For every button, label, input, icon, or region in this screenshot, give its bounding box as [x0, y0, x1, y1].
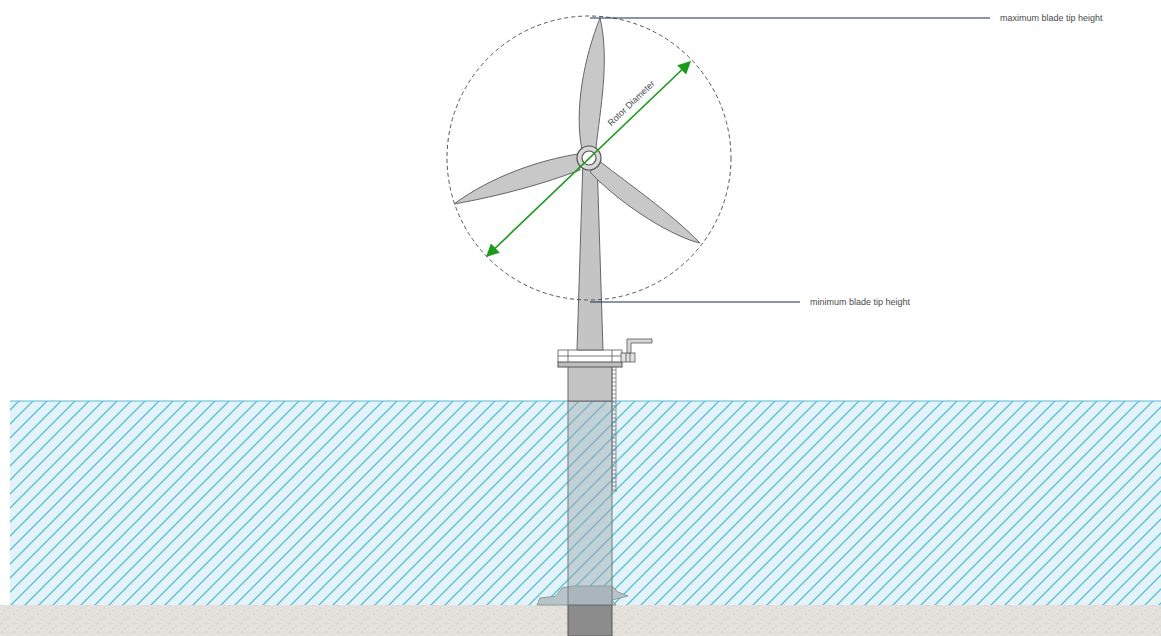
platform-deck — [558, 362, 622, 367]
reference-line — [590, 17, 990, 18]
height-label: maximum blade tip height — [1000, 13, 1103, 24]
rotor-blades — [454, 18, 700, 243]
height-label: minimum blade tip height — [810, 297, 910, 308]
davit-crane — [627, 339, 652, 353]
monopile — [568, 401, 612, 605]
transition-piece — [568, 366, 612, 401]
reference-line — [590, 301, 800, 302]
seabed — [0, 605, 1161, 636]
dimension-label: Rotor Diameter — [605, 77, 658, 128]
platform-railing — [558, 350, 635, 362]
monopile-foundation — [568, 605, 612, 636]
tower — [577, 160, 603, 350]
dimension-arrow — [487, 62, 690, 256]
water-body — [10, 401, 1161, 605]
rotor-swept-area — [447, 16, 731, 300]
access-ladder — [612, 366, 616, 492]
